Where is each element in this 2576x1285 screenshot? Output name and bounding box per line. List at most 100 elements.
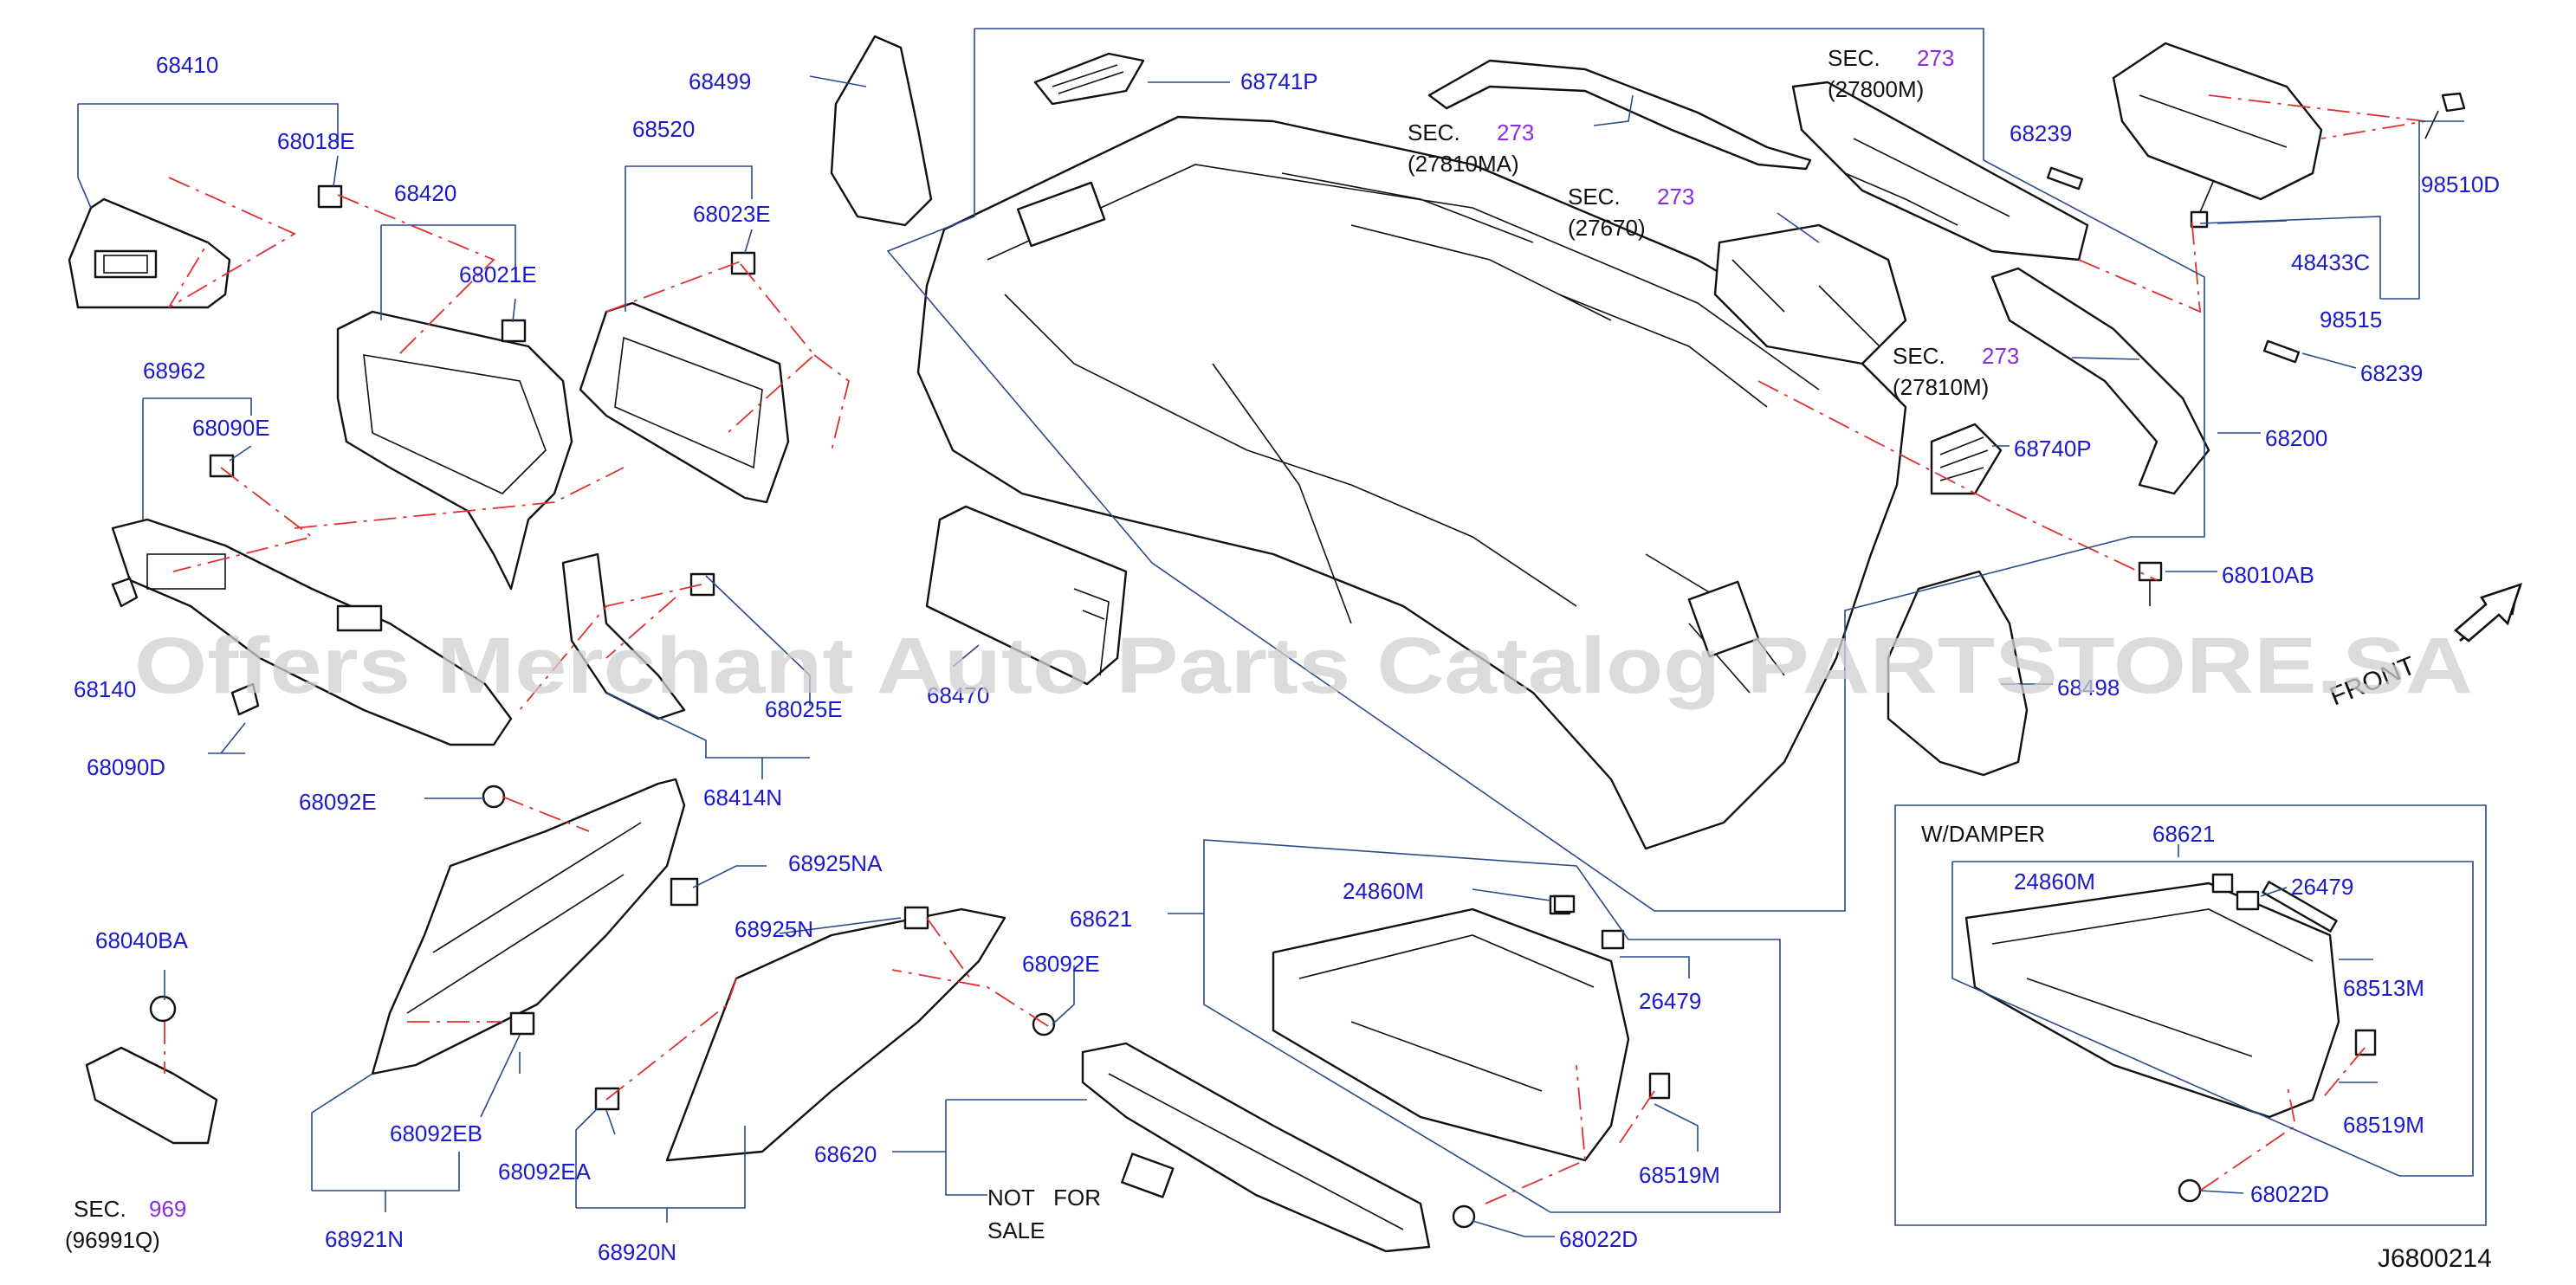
label-68092ea: 68092EA bbox=[498, 1159, 592, 1185]
label-damper-68621: 68621 bbox=[2152, 821, 2215, 847]
note-not-for: NOT FOR bbox=[987, 1185, 1101, 1211]
label-68962: 68962 bbox=[143, 358, 205, 384]
sec-27810ma-ref: (27810MA) bbox=[1408, 151, 1519, 177]
label-68519m: 68519M bbox=[1639, 1162, 1720, 1188]
panel-68410-drawing bbox=[68, 197, 231, 309]
label-68520: 68520 bbox=[632, 116, 695, 142]
label-68621: 68621 bbox=[1070, 906, 1132, 932]
sec-27810ma-number: 273 bbox=[1497, 119, 1534, 145]
label-68025e: 68025E bbox=[765, 696, 843, 722]
label-damper-24860m: 24860M bbox=[2014, 869, 2095, 894]
glove-box-damper-drawing bbox=[1964, 881, 2340, 1119]
part-labels: 68410 68018E 68420 68021E 68499 68520 68… bbox=[74, 52, 2500, 1265]
label-68021e: 68021E bbox=[459, 262, 537, 287]
label-68092e-a: 68092E bbox=[299, 789, 377, 815]
strip-68239b-drawing bbox=[2262, 339, 2301, 364]
sec-27810ma-word: SEC. bbox=[1408, 119, 1460, 145]
label-68925n: 68925N bbox=[735, 916, 813, 942]
note-w-damper: W/DAMPER bbox=[1921, 821, 2045, 847]
label-68239b: 68239 bbox=[2360, 360, 2423, 386]
sec-96991q-word: SEC. bbox=[74, 1196, 126, 1222]
sec-27670-number: 273 bbox=[1657, 184, 1694, 210]
label-68200: 68200 bbox=[2265, 425, 2327, 451]
cluster-hood-68420-drawing bbox=[336, 310, 573, 591]
duct-27810m-drawing bbox=[1990, 267, 2210, 495]
part-not-for-sale-drawing bbox=[1121, 1153, 1175, 1198]
label-68470: 68470 bbox=[927, 682, 989, 708]
lid-68920n-drawing bbox=[665, 907, 1006, 1162]
label-68092eb: 68092EB bbox=[390, 1120, 482, 1146]
duct-68470-drawing bbox=[925, 505, 1128, 686]
label-68414n: 68414N bbox=[703, 785, 782, 810]
sec-27800m-number: 273 bbox=[1917, 45, 1954, 71]
label-68741p: 68741P bbox=[1240, 68, 1318, 94]
stay-68513m-drawing bbox=[2262, 881, 2338, 933]
label-68740p: 68740P bbox=[2014, 436, 2092, 462]
label-68092e-b: 68092E bbox=[1022, 951, 1100, 977]
sec-27810m-ref: (27810M) bbox=[1893, 374, 1989, 400]
label-24860m: 24860M bbox=[1343, 878, 1424, 904]
cover-68921n-drawing bbox=[371, 778, 686, 1075]
label-68921n: 68921N bbox=[325, 1226, 404, 1252]
duct-27810ma-drawing bbox=[1427, 59, 1812, 171]
label-68040ba: 68040BA bbox=[95, 927, 189, 953]
label-68023e: 68023E bbox=[693, 201, 771, 227]
airbag-98515-drawing bbox=[2112, 42, 2323, 201]
center-bezel-68520-drawing bbox=[579, 301, 790, 504]
label-68410: 68410 bbox=[156, 52, 218, 78]
sec-27810m-word: SEC. bbox=[1893, 343, 1945, 369]
side-cover-68498-drawing bbox=[1887, 570, 2029, 777]
bracket-96991q-drawing bbox=[85, 995, 218, 1145]
label-68090e: 68090E bbox=[192, 415, 270, 441]
glove-box-68621-drawing bbox=[1272, 907, 1630, 1162]
sec-27800m-word: SEC. bbox=[1828, 45, 1880, 71]
dashboard-panel-drawing bbox=[916, 115, 1907, 850]
label-98515: 98515 bbox=[2320, 307, 2382, 333]
label-68499: 68499 bbox=[689, 68, 751, 94]
vent-68741p-drawing bbox=[1033, 52, 1145, 106]
side-cover-68499-drawing bbox=[830, 35, 933, 227]
label-damper-68513m: 68513M bbox=[2343, 975, 2424, 1001]
dash-lines bbox=[164, 94, 2426, 1204]
label-68022d: 68022D bbox=[1559, 1226, 1638, 1252]
bolt-48433c-drawing bbox=[2190, 181, 2214, 229]
section-references: SEC. 273 (27810MA) SEC. 273 (27800M) SEC… bbox=[65, 45, 2019, 1253]
watermark: Offers Merchant Auto Parts Catalog PARTS… bbox=[134, 622, 2473, 710]
label-68239a: 68239 bbox=[2010, 120, 2072, 146]
label-68498: 68498 bbox=[2057, 675, 2120, 701]
label-68620: 68620 bbox=[814, 1141, 877, 1167]
label-68925na: 68925NA bbox=[788, 850, 883, 876]
label-damper-68022d: 68022D bbox=[2250, 1181, 2329, 1207]
clip-68140-drawing bbox=[111, 577, 139, 608]
front-arrow-shape-icon bbox=[2453, 582, 2523, 642]
diagram-code: J6800214 bbox=[2378, 1244, 2492, 1273]
sec-96991q-ref: (96991Q) bbox=[65, 1227, 160, 1253]
label-26479: 26479 bbox=[1639, 988, 1701, 1014]
sec-96991q-number: 969 bbox=[149, 1196, 186, 1222]
label-68420: 68420 bbox=[394, 180, 456, 206]
label-damper-26479: 26479 bbox=[2291, 874, 2353, 900]
label-98510d: 98510D bbox=[2421, 171, 2500, 197]
sec-27670-ref: (27670) bbox=[1568, 215, 1646, 241]
label-68090d: 68090D bbox=[87, 754, 165, 780]
sec-27810m-number: 273 bbox=[1982, 343, 2019, 369]
label-damper-68519m: 68519M bbox=[2343, 1112, 2424, 1138]
bracket-68414n-drawing bbox=[561, 552, 686, 720]
vent-68740p-drawing bbox=[1930, 423, 2003, 495]
label-68140: 68140 bbox=[74, 676, 136, 702]
note-sale: SALE bbox=[987, 1217, 1045, 1243]
sec-27800m-ref: (27800M) bbox=[1828, 76, 1924, 102]
duct-27670-drawing bbox=[1713, 223, 1907, 365]
leader-lines bbox=[77, 28, 2487, 1237]
lower-panel-68962-drawing bbox=[111, 518, 513, 746]
label-48433c: 48433C bbox=[2291, 249, 2370, 275]
label-68920n: 68920N bbox=[598, 1239, 676, 1265]
label-68018e: 68018E bbox=[277, 128, 355, 154]
sec-27670-word: SEC. bbox=[1568, 184, 1621, 210]
bolt-98510d-drawing bbox=[2424, 92, 2466, 139]
label-68010ab: 68010AB bbox=[2222, 562, 2314, 588]
bolt-68010ab-drawing bbox=[2138, 561, 2163, 606]
glove-box-68620-drawing bbox=[1081, 1042, 1431, 1253]
strip-68239a-drawing bbox=[2046, 166, 2084, 190]
